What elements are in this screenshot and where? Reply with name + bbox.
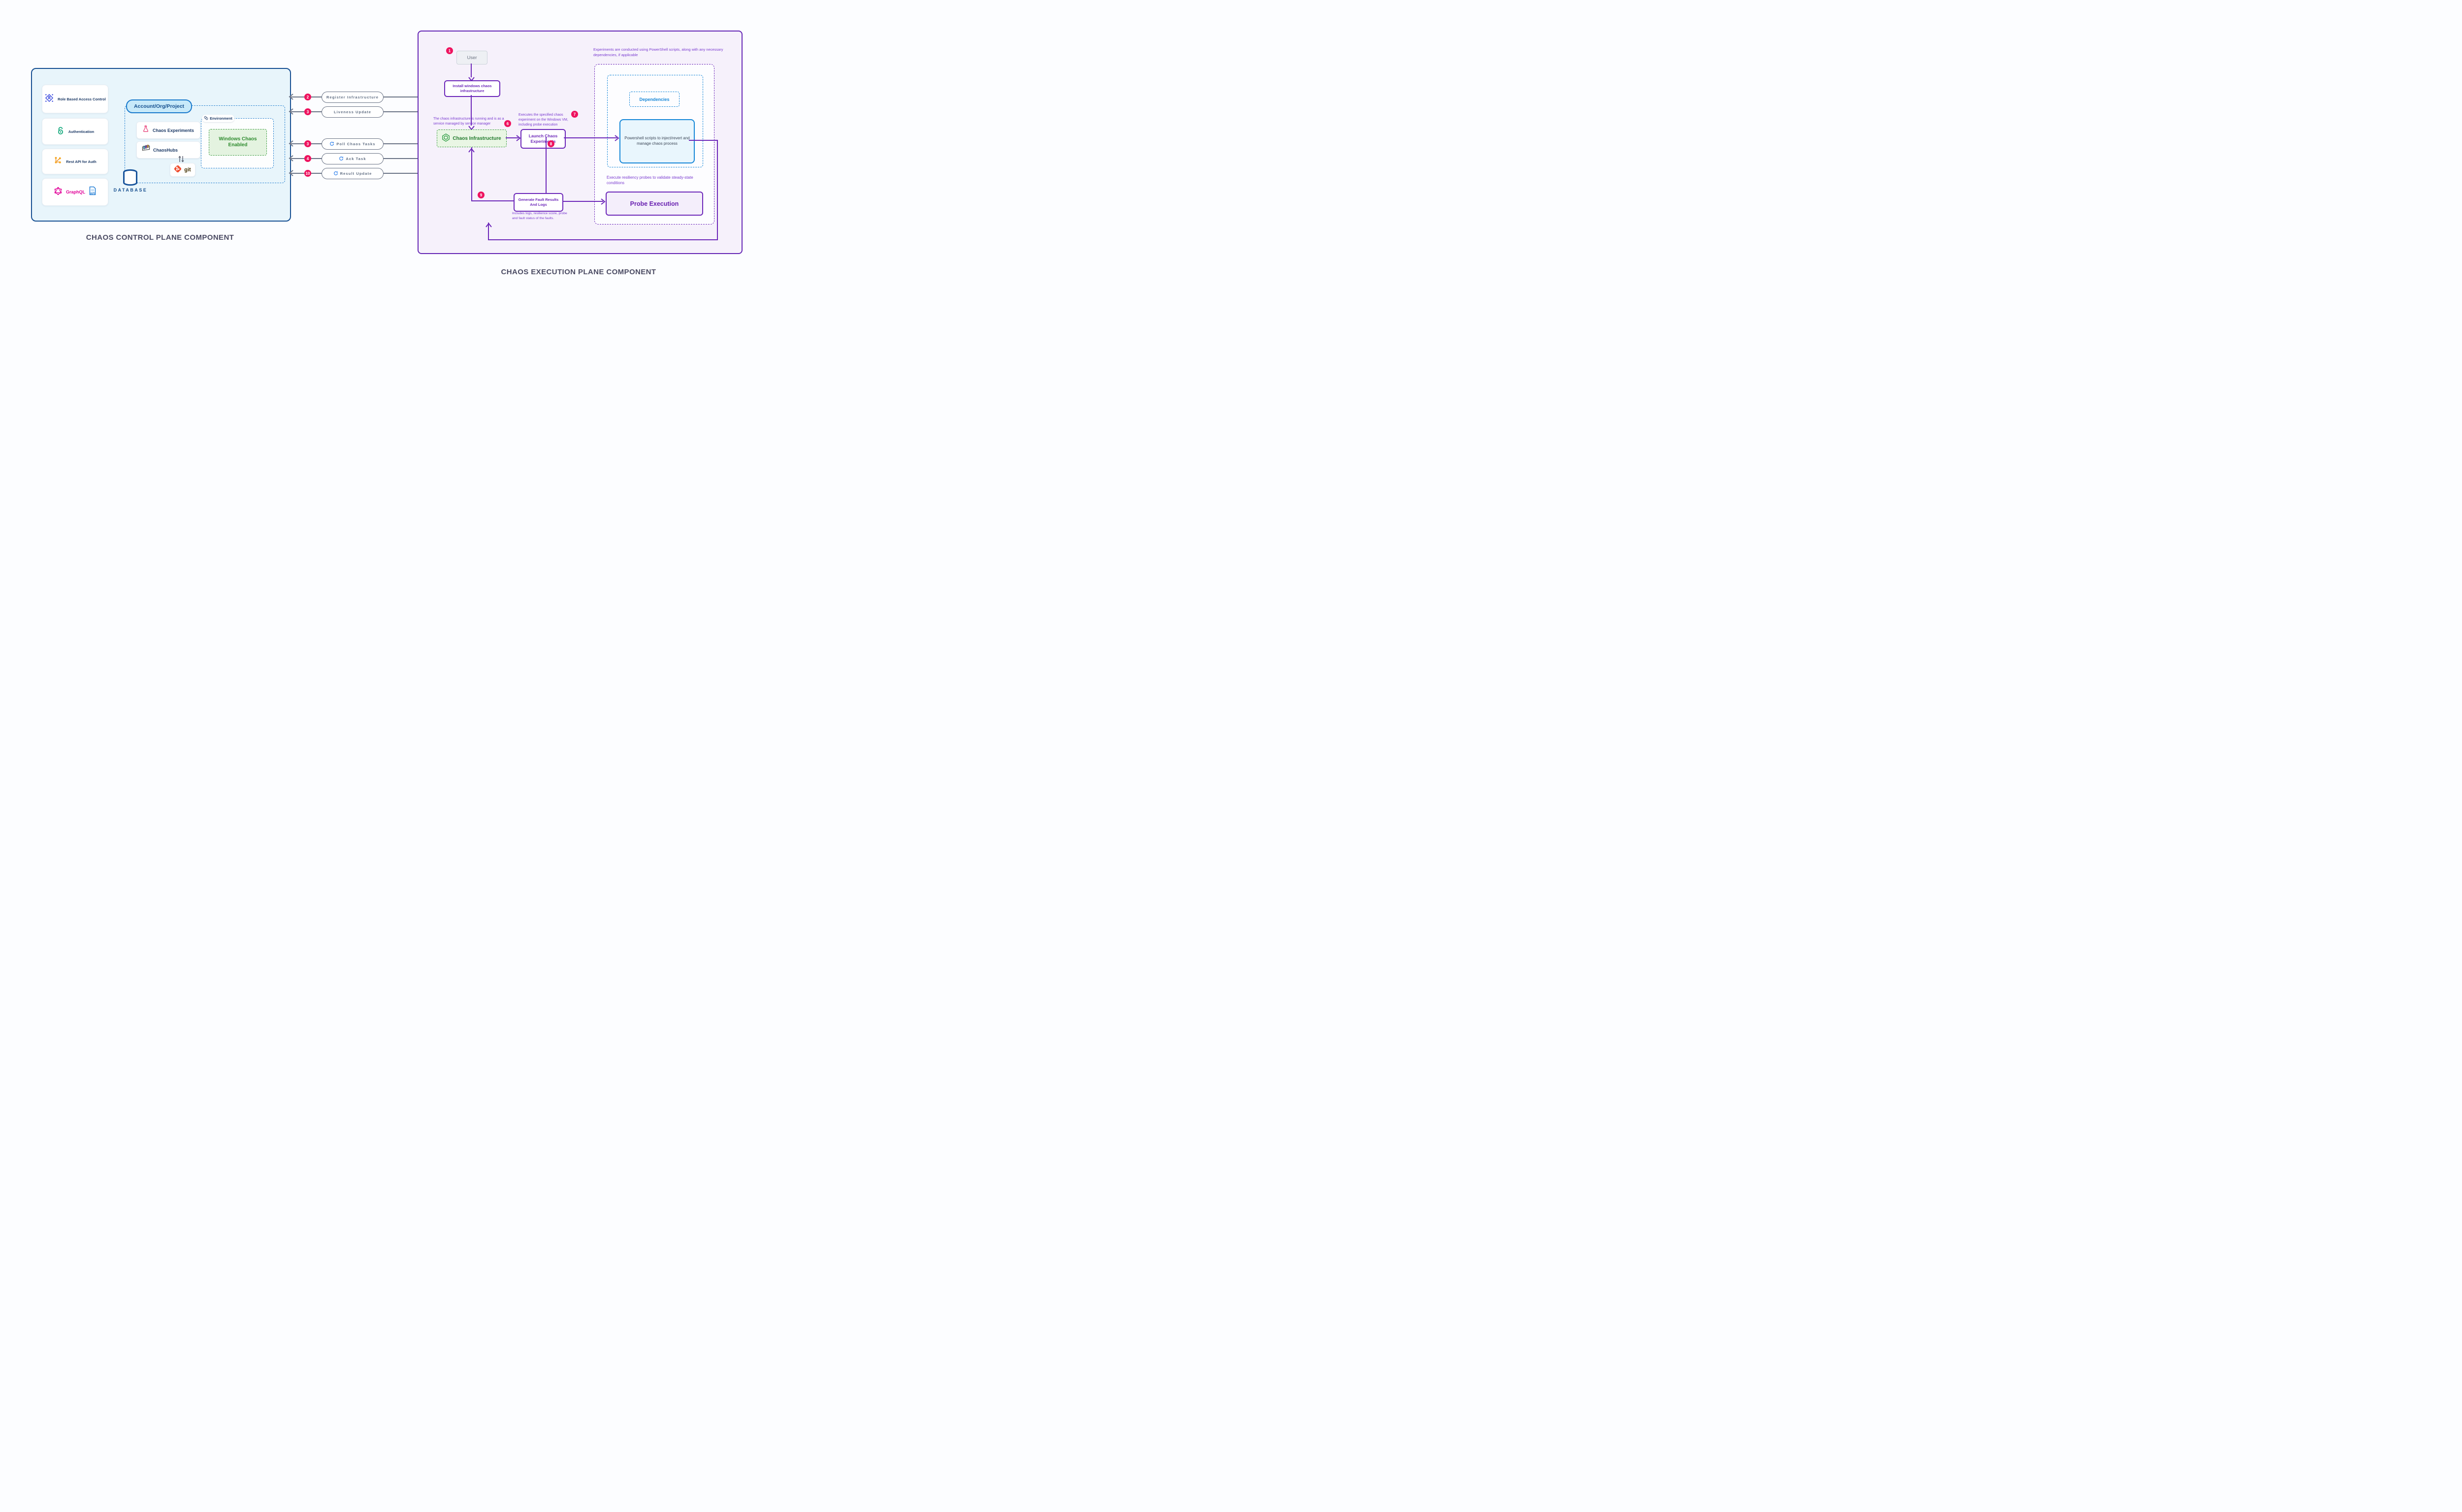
control-plane-title: CHAOS CONTROL PLANE COMPONENT (86, 233, 234, 242)
connector-pill-ack: Ack Task (322, 153, 384, 164)
install-box: Install windows chaos infrastructure (444, 80, 500, 97)
refresh-icon (329, 140, 334, 149)
step-badge: 2 (304, 94, 311, 100)
note-includes: Includes logs, resilience score, probe a… (512, 212, 567, 220)
chaos-infrastructure-label: Chaos Infrastructure (453, 135, 501, 141)
arrow-right-icon (601, 198, 606, 207)
step-badge: 6 (504, 120, 511, 127)
auth-lock-icon (56, 126, 65, 137)
connector-pill-register: Register Infrastructure (322, 92, 384, 103)
card-git: git (170, 163, 195, 177)
connector-label: Poll Chaos Tasks (336, 142, 376, 146)
card-rest-api: Rest API for Auth (42, 149, 108, 174)
card-rest-api-label: Rest API for Auth (66, 159, 97, 164)
scripts-dashed-box (607, 75, 703, 167)
arrow-left-icon (289, 140, 293, 149)
feedback-line (689, 140, 717, 141)
card-chaos-experiments-label: Chaos Experiments (153, 128, 194, 133)
card-git-label: git (184, 167, 191, 173)
arrow-up-icon (486, 221, 492, 230)
refresh-icon (339, 155, 344, 163)
card-graphql-label: GraphQL (65, 190, 85, 194)
database-label: DATABASE (113, 188, 148, 193)
generate-results-box: Generate Fault Results And Logs (514, 193, 563, 212)
card-chaos-experiments: Chaos Experiments (136, 122, 200, 139)
connector-pill-liveness: Liveness Update (322, 106, 384, 118)
rbac-icon (44, 93, 54, 105)
user-box: User (456, 51, 487, 64)
connector-label: Liveness Update (333, 110, 372, 114)
flow-line (471, 147, 472, 201)
environment-icon (204, 116, 208, 121)
launch-box: Launch Chaos Experiments (520, 129, 566, 149)
flow-line (471, 95, 472, 126)
refresh-icon (333, 169, 338, 178)
connector-label: Ack Task (346, 157, 366, 161)
account-group-box (125, 105, 285, 183)
connector-label: Register Infrastructure (326, 95, 379, 99)
note-executes: Executes the specified chaos experiment … (518, 113, 568, 127)
card-authentication: Authentication (42, 118, 108, 145)
flask-icon (142, 125, 150, 135)
note-running: The chaos infrastructure is running and … (433, 117, 504, 126)
flow-line (506, 137, 518, 138)
git-icon (174, 165, 182, 175)
environment-pill: Environment (202, 115, 234, 122)
step-badge: 1 (446, 47, 453, 54)
rest-api-icon (54, 156, 63, 167)
account-pill-label: Account/Org/Project (133, 103, 185, 109)
card-graphql: GraphQL API (42, 178, 108, 206)
chaos-infrastructure-box: Chaos Infrastructure (437, 129, 507, 147)
flow-line (471, 64, 472, 77)
arrow-left-icon (289, 170, 293, 179)
api-file-icon: API (89, 186, 97, 198)
step-badge: 8 (548, 140, 554, 147)
probe-execution-box: Probe Execution (606, 192, 703, 216)
note-resiliency: Execute resiliency probes to validate st… (607, 175, 693, 186)
feedback-line (488, 239, 718, 240)
execution-plane-title: CHAOS EXECUTION PLANE COMPONENT (501, 268, 656, 276)
card-rbac-label: Role Based Access Control (58, 97, 106, 101)
connector-label: Result Update (340, 171, 372, 176)
card-rbac: Role Based Access Control (42, 85, 108, 113)
flow-line (564, 137, 617, 138)
environment-pill-label: Environment (210, 116, 232, 121)
step-badge: 3 (304, 140, 311, 147)
connector-pill-poll: Poll Chaos Tasks (322, 138, 384, 150)
step-badge: 3 (304, 108, 311, 115)
note-powershell: Experiments are conducted using PowerShe… (593, 47, 723, 57)
arrow-right-icon (615, 135, 619, 144)
feedback-line (717, 140, 718, 240)
diagram-canvas: Role Based Access Control Authentication… (0, 0, 759, 302)
account-pill: Account/Org/Project (126, 99, 192, 113)
arrow-left-icon (289, 94, 293, 102)
svg-text:API: API (90, 193, 95, 195)
windows-chaos-enabled-label: Windows Chaos Enabled (219, 136, 257, 148)
feedback-line (488, 223, 489, 240)
step-badge: 9 (478, 192, 485, 198)
chaoshub-icon (142, 144, 150, 155)
step-badge: 10 (304, 170, 311, 177)
windows-chaos-enabled-box: Windows Chaos Enabled (209, 129, 267, 156)
database-icon (122, 169, 138, 189)
powershell-box: Powershell scripts to inject/revert and … (619, 119, 695, 163)
flow-line (546, 201, 603, 202)
arrow-left-icon (289, 108, 293, 117)
step-badge: 7 (571, 111, 578, 118)
arrow-left-icon (289, 155, 293, 164)
flow-line (471, 200, 514, 201)
graphql-icon (54, 187, 63, 198)
card-authentication-label: Authentication (68, 129, 95, 134)
arrow-up-icon (468, 146, 475, 155)
sync-arrows-icon (177, 155, 185, 165)
card-chaoshubs: ChaosHubs (136, 141, 200, 159)
card-chaoshubs-label: ChaosHubs (153, 147, 178, 153)
dependencies-box: Dependencies (629, 92, 680, 107)
arrow-right-icon (516, 135, 521, 144)
step-badge: 4 (304, 155, 311, 162)
flow-line (546, 137, 547, 202)
chaos-infra-icon (442, 133, 450, 143)
connector-pill-result: Result Update (322, 168, 384, 179)
